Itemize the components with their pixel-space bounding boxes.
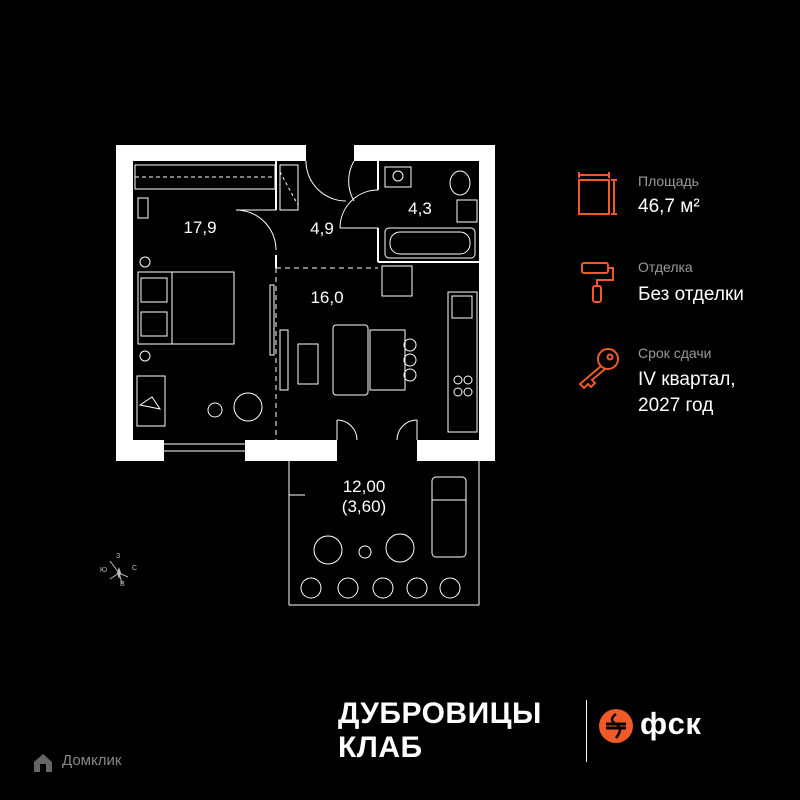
balcony-area-label: 12,00 (3,60) (342, 477, 386, 517)
outer-walls (116, 145, 495, 461)
compass: З Ю С В (98, 553, 140, 593)
room-area-hall: 4,9 (310, 219, 334, 238)
wardrobe (134, 164, 299, 211)
brand-line2: КЛАБ (338, 731, 423, 764)
window-bottom-left (164, 443, 245, 452)
bed (137, 256, 235, 362)
compass-icon (109, 560, 129, 584)
balcony-door (336, 419, 418, 441)
deadline-value-line1: IV квартал, (638, 369, 736, 390)
room-area-bathroom: 4,3 (408, 199, 432, 218)
living-furniture (279, 324, 417, 396)
balcony-furniture (300, 476, 467, 599)
developer-name: фск (640, 706, 702, 741)
room-area-kitchen-living: 16,0 (310, 288, 344, 307)
finish-label: Отделка (638, 259, 693, 275)
finish-value: Без отделки (638, 284, 744, 305)
key-icon (578, 348, 619, 390)
room-area-bedroom: 17,9 (183, 218, 217, 237)
interior-walls (275, 161, 479, 268)
deadline-value-line2: 2027 год (638, 395, 714, 416)
deadline-label: Срок сдачи (638, 345, 712, 361)
area-value: 46,7 м² (638, 196, 700, 217)
project-logo-text: ДУБРОВИЦЫ КЛАБ (338, 697, 542, 765)
door-swings (235, 160, 379, 251)
compass-north: З (116, 553, 121, 560)
compass-west: Ю (100, 567, 108, 574)
watermark: Домклик (62, 752, 122, 769)
compass-east: С (132, 565, 138, 572)
brand-divider (586, 700, 587, 762)
room-divisions (275, 267, 378, 440)
bathroom-fixtures (381, 166, 478, 297)
paint-roller-icon (581, 262, 614, 303)
area-frame-icon (578, 172, 617, 215)
brand-line1: ДУБРОВИЦЫ (338, 697, 542, 730)
bedroom-furniture (136, 197, 275, 427)
fsk-logo-icon (599, 709, 633, 743)
balcony-area: 12,00 (342, 477, 386, 496)
balcony-outline (288, 461, 480, 606)
domclick-house-icon (34, 754, 52, 772)
balcony-reduced-area: (3,60) (341, 497, 387, 516)
kitchen-fixtures (447, 291, 478, 433)
compass-south: В (120, 581, 125, 588)
area-label: Площадь (638, 173, 699, 189)
